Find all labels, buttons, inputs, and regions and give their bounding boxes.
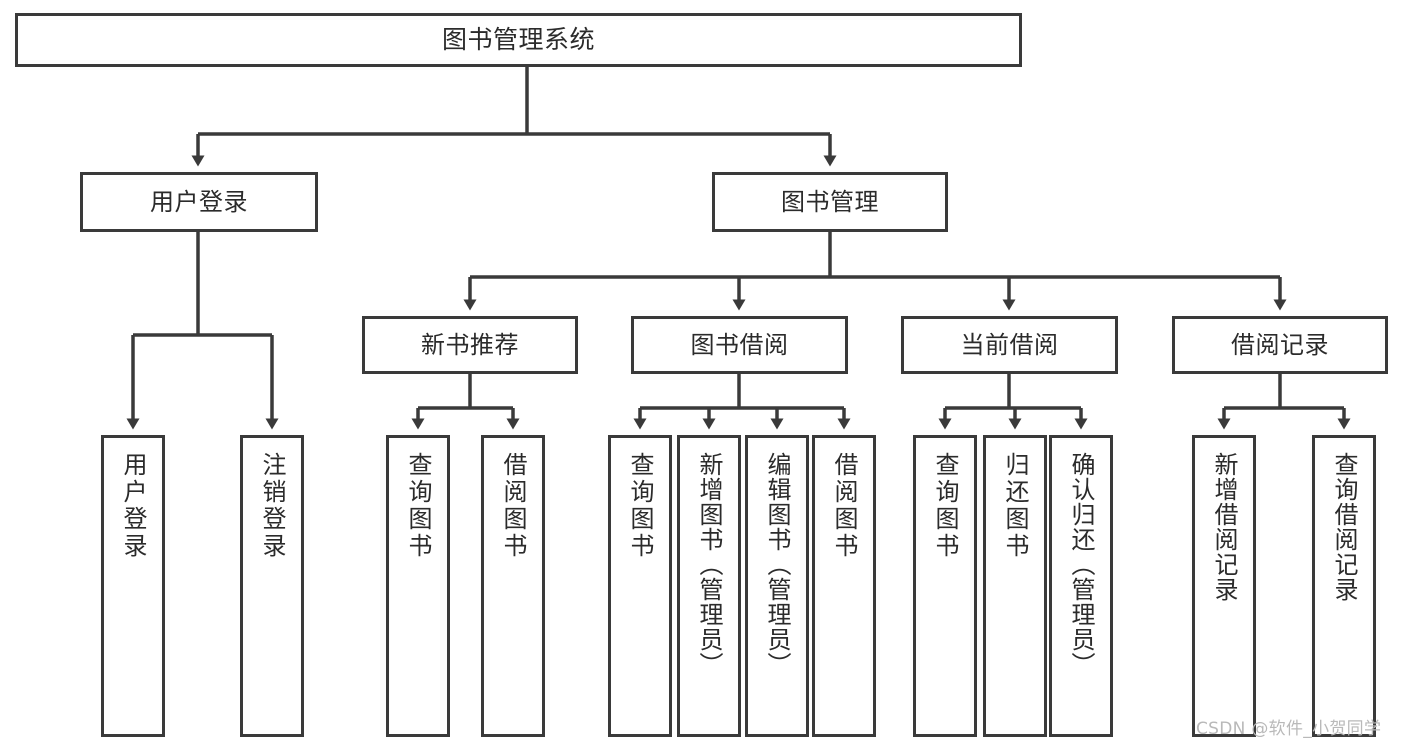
- node-leaf-query-book-recommend-label: 查询图书: [404, 452, 432, 560]
- node-user-login[interactable]: 用户登录: [80, 172, 318, 232]
- node-leaf-query-book-borrow[interactable]: 查询图书: [608, 435, 672, 737]
- node-leaf-query-record-label: 查询借阅记录: [1330, 452, 1358, 602]
- node-leaf-edit-book-label: 编辑图书（管理员）: [763, 452, 791, 677]
- node-leaf-query-record[interactable]: 查询借阅记录: [1312, 435, 1376, 737]
- node-leaf-user-login-label: 用户登录: [119, 452, 147, 560]
- node-leaf-return-book-label: 归还图书: [1001, 452, 1029, 560]
- node-leaf-add-record[interactable]: 新增借阅记录: [1192, 435, 1256, 737]
- node-root-label: 图书管理系统: [441, 25, 595, 55]
- node-root[interactable]: 图书管理系统: [15, 13, 1022, 67]
- node-leaf-add-book-label: 新增图书（管理员）: [695, 452, 723, 677]
- node-leaf-query-book-current[interactable]: 查询图书: [913, 435, 977, 737]
- node-leaf-logout[interactable]: 注销登录: [240, 435, 304, 737]
- csdn-watermark: CSDN @软件_小贺同学: [1196, 719, 1382, 739]
- node-book-manage[interactable]: 图书管理: [712, 172, 948, 232]
- node-leaf-query-book-borrow-label: 查询图书: [626, 452, 654, 560]
- node-user-login-label: 用户登录: [150, 187, 248, 216]
- node-new-book-recommend[interactable]: 新书推荐: [362, 316, 578, 374]
- node-leaf-logout-label: 注销登录: [258, 452, 286, 560]
- node-borrow-record-label: 借阅记录: [1231, 330, 1329, 359]
- node-leaf-borrow-book-recommend-label: 借阅图书: [499, 452, 527, 560]
- node-book-borrow[interactable]: 图书借阅: [631, 316, 848, 374]
- node-leaf-user-login[interactable]: 用户登录: [101, 435, 165, 737]
- node-leaf-add-book[interactable]: 新增图书（管理员）: [677, 435, 741, 737]
- node-leaf-borrow-book-label: 借阅图书: [830, 452, 858, 560]
- node-borrow-record[interactable]: 借阅记录: [1172, 316, 1388, 374]
- node-new-book-recommend-label: 新书推荐: [421, 330, 519, 359]
- node-leaf-confirm-return[interactable]: 确认归还（管理员）: [1049, 435, 1113, 737]
- node-leaf-borrow-book[interactable]: 借阅图书: [812, 435, 876, 737]
- node-book-manage-label: 图书管理: [781, 187, 879, 216]
- node-book-borrow-label: 图书借阅: [690, 330, 789, 359]
- node-leaf-edit-book[interactable]: 编辑图书（管理员）: [745, 435, 809, 737]
- node-current-borrow[interactable]: 当前借阅: [901, 316, 1118, 374]
- node-leaf-confirm-return-label: 确认归还（管理员）: [1067, 452, 1095, 677]
- node-current-borrow-label: 当前借阅: [960, 330, 1059, 359]
- node-leaf-query-book-current-label: 查询图书: [931, 452, 959, 560]
- node-leaf-return-book[interactable]: 归还图书: [983, 435, 1047, 737]
- node-leaf-borrow-book-recommend[interactable]: 借阅图书: [481, 435, 545, 737]
- node-leaf-add-record-label: 新增借阅记录: [1210, 452, 1238, 602]
- node-leaf-query-book-recommend[interactable]: 查询图书: [386, 435, 450, 737]
